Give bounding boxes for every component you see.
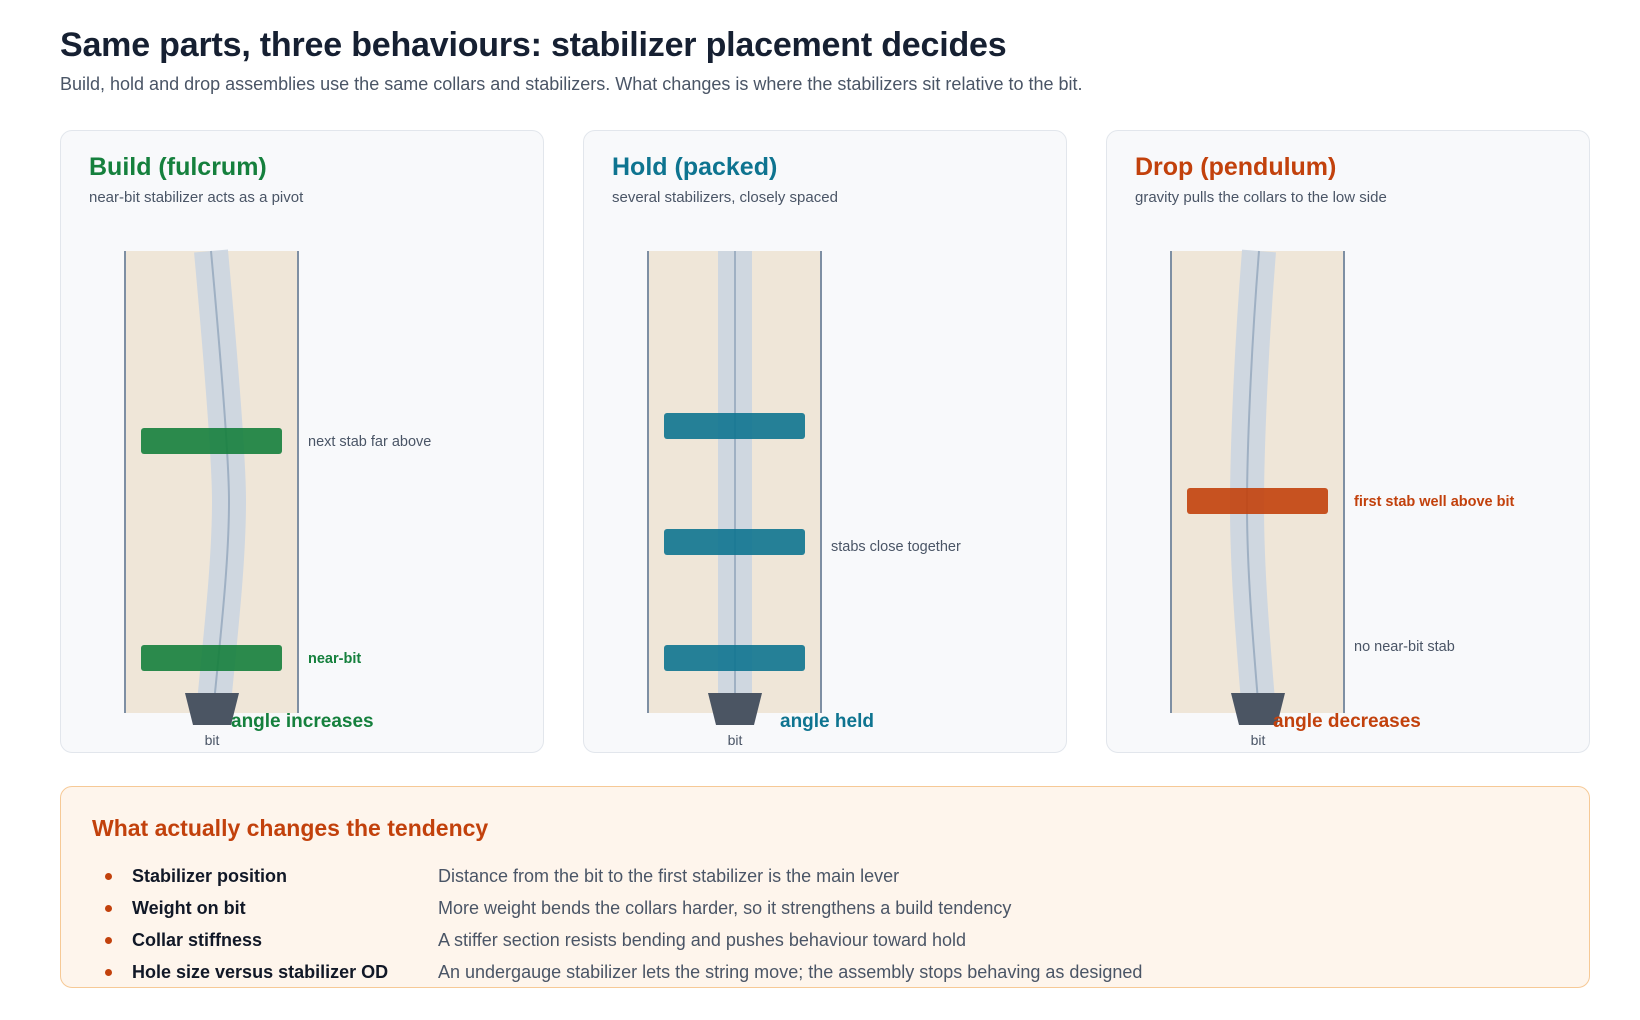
factor-description: An undergauge stabilizer lets the string… [438, 961, 1143, 982]
panel-title-hold: Hold (packed) [612, 153, 778, 181]
panel-description-build: near-bit stabilizer acts as a pivot [89, 189, 304, 206]
factor-name: Stabilizer position [132, 865, 288, 886]
panel-description-drop: gravity pulls the collars to the low sid… [1135, 189, 1387, 206]
factor-item: Collar stiffness A stiffer section resis… [105, 924, 1545, 956]
panel-title-drop: Drop (pendulum) [1135, 153, 1337, 181]
bit-label-hold: bit [728, 732, 743, 748]
panel-hold: Hold (packed) several stabilizers, close… [583, 130, 1067, 753]
bullet-icon [105, 904, 112, 912]
panel-description-hold: several stabilizers, closely spaced [612, 189, 838, 206]
stabilizer-label-upper-build: next stab far above [308, 434, 431, 450]
factor-item: Stabilizer position Distance from the bi… [105, 860, 1545, 892]
stabilizer-mid-high-drop [1187, 488, 1328, 514]
stabilizer-near-bit-hold [664, 645, 805, 671]
bit-label-build: bit [205, 732, 220, 748]
factor-description: A stiffer section resists bending and pu… [438, 929, 966, 950]
page-subtitle: Build, hold and drop assemblies use the … [60, 74, 1083, 94]
stabilizer-near-bit-build [141, 645, 282, 671]
bullet-icon [105, 968, 112, 976]
stabilizer-label-near-bit-build: near-bit [308, 651, 361, 667]
bullet-icon [105, 936, 112, 944]
panel-title-build: Build (fulcrum) [89, 153, 267, 181]
page-title: Same parts, three behaviours: stabilizer… [60, 26, 1007, 64]
result-label-drop: angle decreases [1273, 711, 1421, 732]
result-label-hold: angle held [780, 711, 874, 732]
factor-item: Hole size versus stabilizer OD An underg… [105, 956, 1545, 988]
summary-title: What actually changes the tendency [92, 815, 489, 841]
factor-item: Weight on bit More weight bends the coll… [105, 892, 1545, 924]
factor-description: Distance from the bit to the first stabi… [438, 865, 900, 886]
bha-diagram-build: next stab far above near-bit bit angle i… [124, 249, 431, 748]
collar-centerline-build [210, 250, 231, 714]
stabilizer-upper-hold [664, 413, 805, 439]
factor-description: More weight bends the collars harder, so… [438, 897, 1012, 918]
factor-name: Collar stiffness [132, 929, 263, 950]
factor-list: Stabilizer position Distance from the bi… [105, 860, 1545, 988]
stabilizer-label-mid-high-drop: first stab well above bit [1354, 494, 1515, 510]
stabilizer-upper-build [141, 428, 282, 454]
factor-name: Hole size versus stabilizer OD [132, 961, 389, 982]
stabilizer-label-middle-hold: stabs close together [831, 539, 961, 555]
bit-icon-build [185, 693, 239, 725]
bullet-icon [105, 872, 112, 880]
bit-icon-hold [708, 693, 762, 725]
panel-build: Build (fulcrum) near-bit stabilizer acts… [60, 130, 544, 753]
annotation-no-near-bit-drop: no near-bit stab [1354, 639, 1455, 655]
panel-drop: Drop (pendulum) gravity pulls the collar… [1106, 130, 1590, 753]
summary-box: What actually changes the tendency Stabi… [60, 786, 1590, 988]
factor-name: Weight on bit [132, 897, 246, 918]
bit-icon-drop [1231, 693, 1285, 725]
bha-diagram-hold: stabs close together bit angle held [647, 251, 961, 748]
stabilizer-middle-hold [664, 529, 805, 555]
bit-label-drop: bit [1251, 732, 1266, 748]
result-label-build: angle increases [231, 711, 374, 732]
bha-diagram-drop: first stab well above bit no near-bit st… [1170, 249, 1515, 748]
